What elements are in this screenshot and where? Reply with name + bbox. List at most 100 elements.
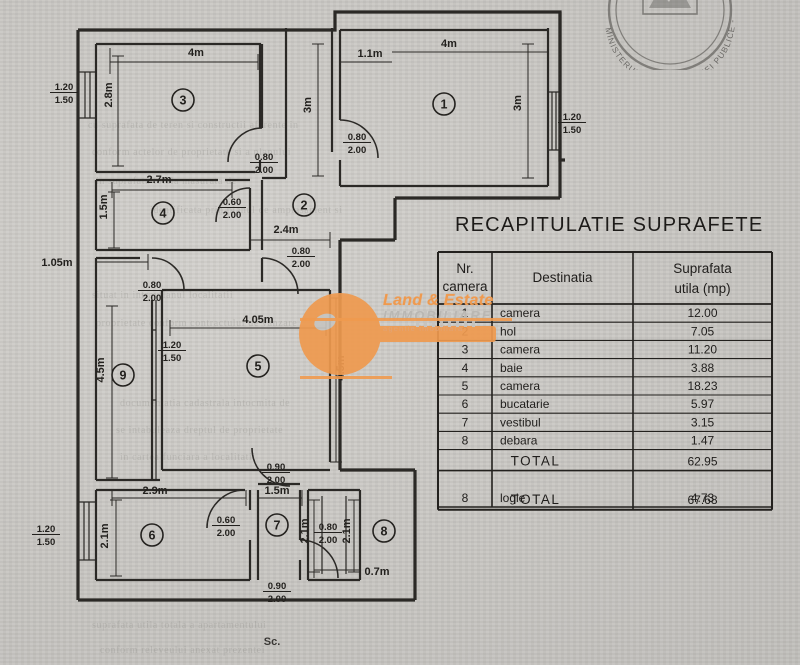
- bleed-text-line: in cartea funciara a localitatii: [120, 452, 256, 463]
- dimension-lines: [96, 43, 549, 578]
- opening-label-height: 2.00: [217, 528, 236, 539]
- table-cell-area: 11.20: [688, 343, 717, 357]
- table-cell-destination: camera: [500, 379, 540, 393]
- opening-label-height: 2.00: [319, 535, 338, 546]
- door-swings: [151, 119, 379, 579]
- opening-label-width: 1.20: [163, 340, 182, 351]
- opening-label-width: 0.80: [143, 280, 162, 291]
- room-number: 2: [301, 199, 308, 213]
- bleed-text-line: documentatia cadastrala intocmita de: [120, 398, 291, 409]
- room-marker-circle: [171, 88, 195, 112]
- opening-label-width: 0.90: [268, 581, 287, 592]
- table-cell-destination: debara: [500, 434, 538, 448]
- opening-label-height: 2.00: [268, 594, 287, 605]
- room-number: 9: [120, 369, 127, 383]
- dimension-label: 4m: [188, 47, 204, 59]
- table-cell-area: 3.15: [691, 415, 715, 429]
- opening-label-width: 0.80: [319, 522, 338, 533]
- dimension-label: 2.1m: [299, 518, 311, 543]
- room-number: 1: [441, 98, 448, 112]
- table-cell-destination: vestibul: [500, 415, 541, 429]
- opening-label-height: 2.00: [292, 259, 311, 270]
- table-header-cell: Suprafata: [673, 261, 732, 276]
- opening-label-width: 1.20: [55, 82, 74, 93]
- table-cell-area: 1.47: [691, 434, 715, 448]
- dimension-label: 1.05m: [41, 257, 72, 269]
- opening-label-height: 2.00: [223, 210, 242, 221]
- bleed-text-line: suprafata utila totala a apartamentului: [92, 620, 267, 631]
- table-cell-nr: 8: [462, 434, 469, 448]
- dimension-label: 2.7m: [146, 174, 171, 186]
- scale-mark: Sc.: [264, 636, 281, 648]
- table-header-cell: camera: [442, 279, 488, 294]
- dimension-label: 1.5m: [98, 194, 110, 219]
- room-marker-circle: [372, 519, 396, 543]
- opening-label-height: 1.50: [37, 537, 56, 548]
- table-cell-area: 3.88: [691, 361, 715, 375]
- table-cell-nr: 2: [462, 324, 469, 338]
- table-total-value: 62.95: [687, 455, 717, 469]
- bleed-text-line: conform releveului anexat prezentei: [100, 645, 266, 656]
- opening-label-width: 0.60: [223, 197, 242, 208]
- table-cell-nr: 3: [462, 343, 469, 357]
- table-header-cell: Nr.: [456, 261, 473, 276]
- opening-labels: 1.201.501.201.501.201.501.201.500.802.00…: [32, 82, 586, 605]
- room-number: 6: [149, 529, 156, 543]
- room-marker-circle: [292, 193, 316, 217]
- dimension-label: 4m: [441, 38, 457, 50]
- room-marker-circle: [432, 92, 456, 116]
- opening-label-width: 0.80: [348, 132, 367, 143]
- opening-label-height: 2.00: [348, 145, 367, 156]
- areas-table: RECAPITULATIE SUPRAFETE Nr.cameraDestina…: [437, 214, 773, 511]
- opening-label-height: 1.50: [163, 353, 182, 364]
- opening-label-height: 2.00: [143, 293, 162, 304]
- dimension-label: 2.8m: [103, 82, 115, 107]
- room-marker-circle: [265, 513, 289, 537]
- room-number: 3: [180, 94, 187, 108]
- table-cell-nr: 6: [462, 397, 469, 411]
- bleed-text-line: conform actelor de proprietate si a plan…: [92, 147, 292, 158]
- bleed-text-line: identificata prin planul de amplasament …: [150, 205, 343, 216]
- table-cell-destination: baie: [500, 361, 523, 375]
- table-total-label: TOTAL: [511, 492, 561, 507]
- dimension-label: 3m: [512, 95, 524, 111]
- opening-label-width: 0.60: [217, 515, 236, 526]
- table-cell-nr: 4: [462, 361, 469, 375]
- dimension-label: 2.9m: [142, 485, 167, 497]
- bleed-text-line: se intabuleaza dreptul de proprietate: [116, 425, 284, 436]
- dimension-label: 4.05m: [242, 314, 273, 326]
- windows: [78, 71, 560, 561]
- table-cell-nr: 8: [462, 491, 469, 505]
- dimension-label: 2.1m: [341, 518, 353, 543]
- opening-label-width: 0.90: [267, 462, 286, 473]
- table-cell-area: 4.73: [691, 491, 715, 505]
- table-header-cell: Destinatia: [532, 270, 593, 285]
- table-cell-area: 5.97: [691, 397, 715, 411]
- table-cell-destination: logie: [500, 491, 526, 505]
- room-number: 7: [274, 519, 281, 533]
- exterior-walls: [76, 10, 565, 602]
- opening-label-height: 2.00: [255, 165, 274, 176]
- bleed-text-line: cu suprafata de teren si constructii afe…: [88, 120, 299, 131]
- table-header-cell: utila (mp): [674, 281, 730, 296]
- table-cell-destination: camera: [500, 343, 540, 357]
- opening-label-width: 0.80: [292, 246, 311, 257]
- table-cell-area: 18.23: [687, 379, 717, 393]
- opening-label-width: 0.80: [255, 152, 274, 163]
- opening-label-width: 1.20: [37, 524, 56, 535]
- table-cell-destination: hol: [500, 324, 516, 338]
- room-number: 5: [255, 360, 262, 374]
- dimension-label: 1.5m: [264, 485, 289, 497]
- dimension-label: 2.1m: [99, 523, 111, 548]
- opening-label-height: 1.50: [563, 125, 582, 136]
- table-total-label: TOTAL: [511, 454, 561, 469]
- table-cell-destination: camera: [500, 306, 540, 320]
- opening-label-height: 1.50: [55, 95, 74, 106]
- room-marker-circle: [151, 201, 175, 225]
- dimension-label: 1.1m: [357, 48, 382, 60]
